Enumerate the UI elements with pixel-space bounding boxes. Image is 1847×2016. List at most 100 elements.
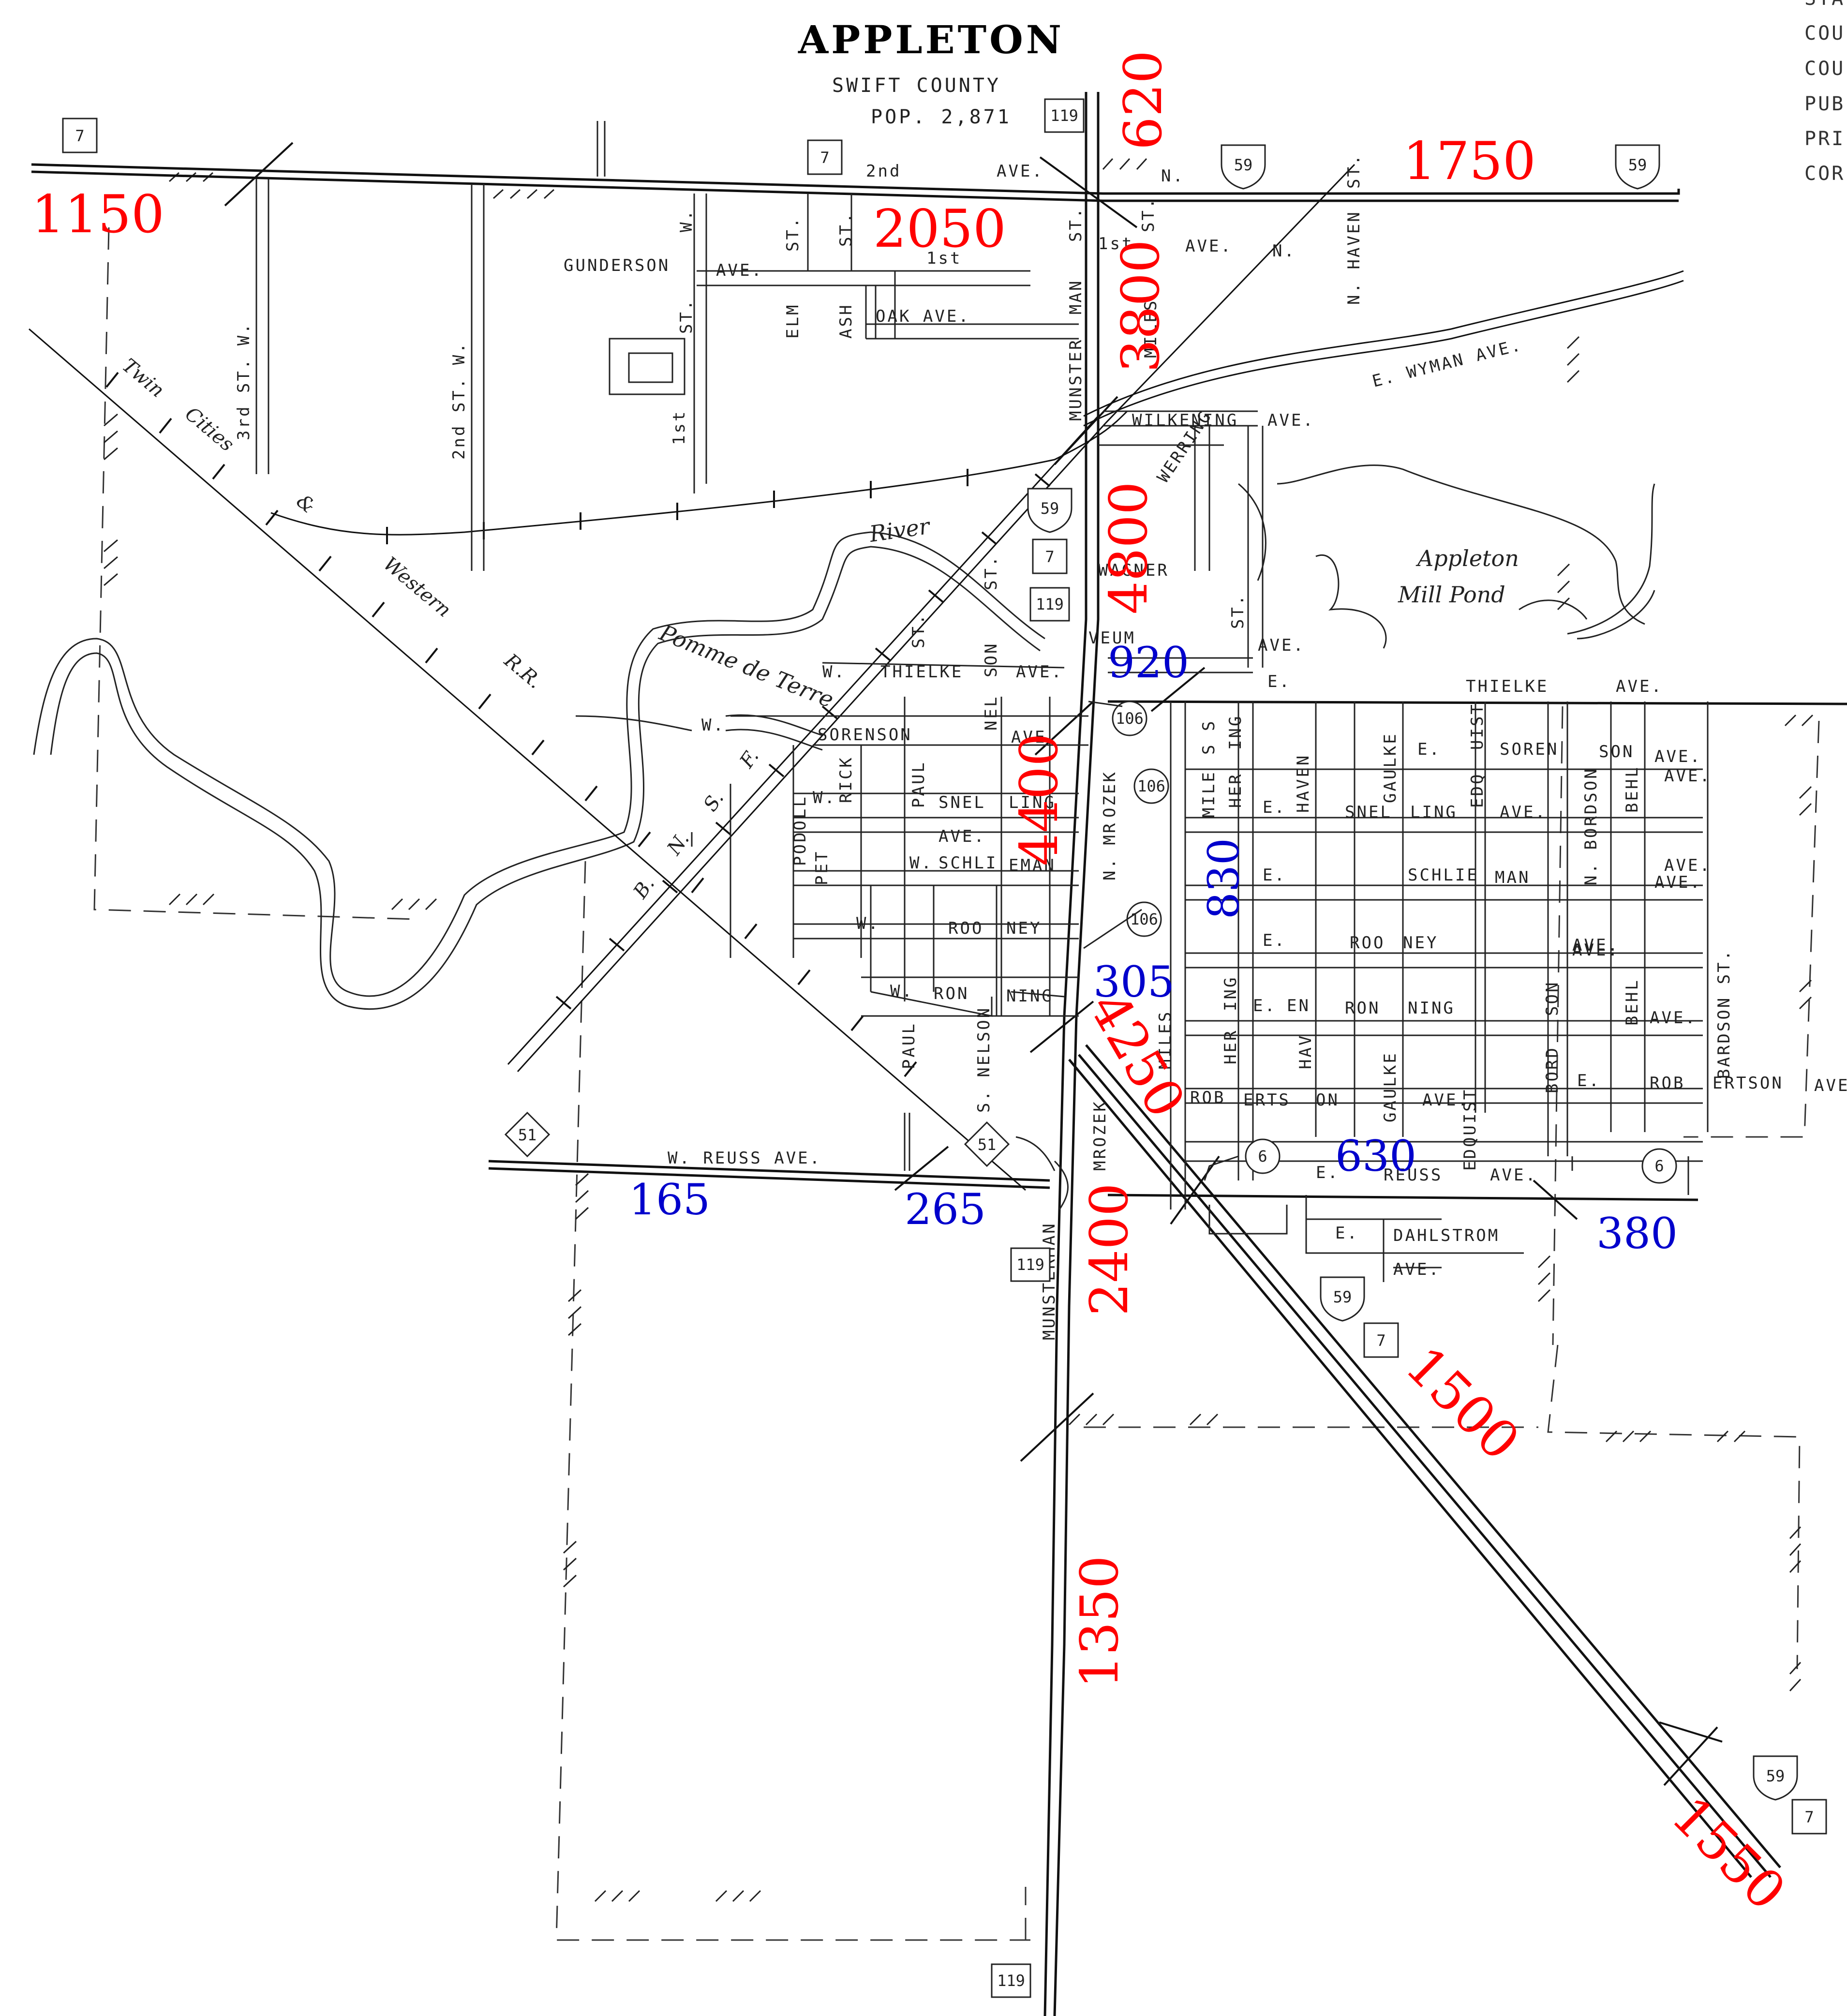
label-ney: NEY: [1006, 919, 1042, 938]
label-rick: RICK: [836, 756, 856, 803]
label-w-gunderson: W.: [677, 209, 696, 232]
svg-text:51: 51: [518, 1126, 537, 1144]
county-106-marker: 106: [1112, 701, 1147, 736]
label-rob-east: ROB: [1650, 1074, 1685, 1093]
label-n-59: N.: [1161, 166, 1185, 186]
traffic-counts-minor: 920 830 305 630 165 265 380: [629, 638, 1678, 1258]
svg-text:59: 59: [1766, 1767, 1785, 1785]
svg-text:6: 6: [1654, 1157, 1664, 1175]
count-1150: 1150: [31, 184, 164, 245]
mn-119-shield: 119: [1044, 98, 1085, 133]
count-630: 630: [1335, 1131, 1416, 1181]
label-ave-reuss: AVE.: [1490, 1165, 1537, 1185]
label-e-reuss: E.: [1316, 1163, 1340, 1182]
label-roo-e: ROO: [1350, 933, 1385, 953]
label-w-ron: W.: [890, 982, 914, 1001]
label-gaulke-s: GAULKE: [1381, 1051, 1400, 1122]
svg-text:59: 59: [1628, 156, 1647, 174]
count-3800: 3800: [1111, 239, 1171, 373]
label-behl-s: BEHL: [1623, 978, 1642, 1026]
label-ave-behl-low: AVE.: [1572, 941, 1620, 960]
label-bord: BORD: [1543, 1046, 1562, 1093]
svg-text:59: 59: [1041, 499, 1059, 518]
mn-119-shield: 119: [991, 1963, 1031, 1998]
label-ave-2nd: AVE.: [997, 162, 1044, 181]
label-ave-wilkening: AVE.: [1267, 411, 1315, 430]
us-59-shield: 59: [1615, 144, 1660, 190]
svg-text:COU: COU: [1804, 58, 1845, 80]
label-ave-soren: AVE.: [1654, 747, 1702, 766]
rr-label-and: &: [292, 490, 320, 518]
us-59-shield: 59: [1320, 1276, 1365, 1322]
label-ling-e: LING: [1410, 803, 1458, 822]
label-e-roberts-east: E.: [1577, 1071, 1601, 1090]
population-label: POP. 2,871: [871, 106, 1012, 128]
label-mile: MILE: [1199, 770, 1219, 818]
label-nel: NEL: [982, 695, 1001, 731]
label-haven-e: HAVEN: [1294, 754, 1313, 813]
label-st-1st: ST.: [677, 299, 696, 334]
label-e-rooney: E.: [1263, 931, 1286, 950]
label-ave-schli: AVE.: [938, 827, 986, 846]
label-her-s: HER: [1221, 1029, 1240, 1064]
svg-text:7: 7: [1804, 1808, 1814, 1826]
label-st-munster: ST.: [1066, 207, 1086, 242]
svg-text:PUB: PUB: [1804, 93, 1845, 115]
label-e-wyman-ave: E. WYMAN AVE.: [1370, 335, 1524, 391]
label-hav: HAV: [1296, 1034, 1315, 1069]
us-59-shield: 59: [1221, 144, 1266, 190]
label-elm: ELM: [783, 303, 803, 339]
count-2400: 2400: [1079, 1183, 1140, 1316]
county-label: SWIFT COUNTY: [832, 75, 1001, 97]
label-st-miles: ST.: [1139, 197, 1158, 232]
city-limits: [93, 227, 1820, 1941]
label-e-thielke: E.: [1267, 672, 1291, 691]
svg-text:119: 119: [1016, 1255, 1044, 1274]
river-label-river: River: [867, 513, 933, 547]
label-thielke-west: THIELKE: [880, 662, 963, 682]
legend-fragment: STA COU COU PUB PRI COR: [1804, 0, 1845, 185]
label-edquist: EDQUIST: [1460, 1088, 1480, 1171]
river-label-pomme: Pomme de Terre: [655, 619, 837, 713]
label-oak-ave: OAK AVE.: [876, 307, 970, 326]
mn-7-shield: 7: [1032, 538, 1068, 574]
label-ave-son: AVE.: [1664, 766, 1712, 786]
svg-text:119: 119: [1050, 106, 1078, 125]
label-schli: SCHLI: [938, 853, 998, 873]
label-ave-gunderson: AVE.: [716, 261, 763, 280]
svg-text:6: 6: [1258, 1147, 1267, 1165]
label-miles-n: MILES: [1141, 299, 1161, 358]
label-ave-roberts: AVE.: [1422, 1090, 1470, 1110]
traffic-counts-major: 1150 620 1750 2050 3800 4800 4400 4250 2…: [31, 50, 1797, 1922]
count-830: 830: [1199, 838, 1249, 919]
rr-label-twin: Twin: [118, 354, 169, 402]
svg-text:7: 7: [1376, 1331, 1385, 1350]
svg-text:7: 7: [75, 127, 84, 145]
label-en: EN: [1287, 996, 1311, 1015]
count-1350: 1350: [1070, 1555, 1130, 1688]
route-shields: 7 7 119 59 59 59 7 119: [62, 98, 1827, 1998]
label-ave-sorenson: AVE.: [1011, 728, 1058, 747]
county-6-marker: 6: [1245, 1138, 1281, 1174]
label-e-schlie: E.: [1263, 866, 1286, 885]
label-munster: MUNSTER: [1066, 338, 1086, 421]
label-paul-n: PAUL: [909, 761, 928, 808]
label-st-elm: ST.: [783, 216, 803, 252]
mn-119-shield: 119: [1029, 587, 1070, 622]
label-ning-e: NING: [1408, 999, 1455, 1018]
label-ave-thielke-west: AVE.: [1016, 662, 1063, 682]
label-n-mr: N. MR: [1100, 821, 1119, 881]
label-ave-dahlstrom: AVE.: [1393, 1260, 1441, 1279]
count-380: 380: [1596, 1209, 1678, 1258]
label-bardson-st: BARDSON ST.: [1714, 949, 1734, 1079]
label-2nd-st-w: 2nd ST. W.: [449, 341, 469, 460]
count-165: 165: [629, 1175, 710, 1225]
svg-text:106: 106: [1130, 910, 1158, 928]
label-ave-thielke-east: AVE.: [1616, 677, 1663, 696]
svg-text:STA: STA: [1804, 0, 1845, 10]
label-1st-small: 1st: [926, 249, 962, 268]
count-4800: 4800: [1099, 481, 1159, 614]
svg-text:PRI: PRI: [1804, 128, 1845, 150]
label-w-reuss-ave: W. REUSS AVE.: [668, 1149, 821, 1168]
mn-7-shield: 7: [62, 118, 98, 153]
